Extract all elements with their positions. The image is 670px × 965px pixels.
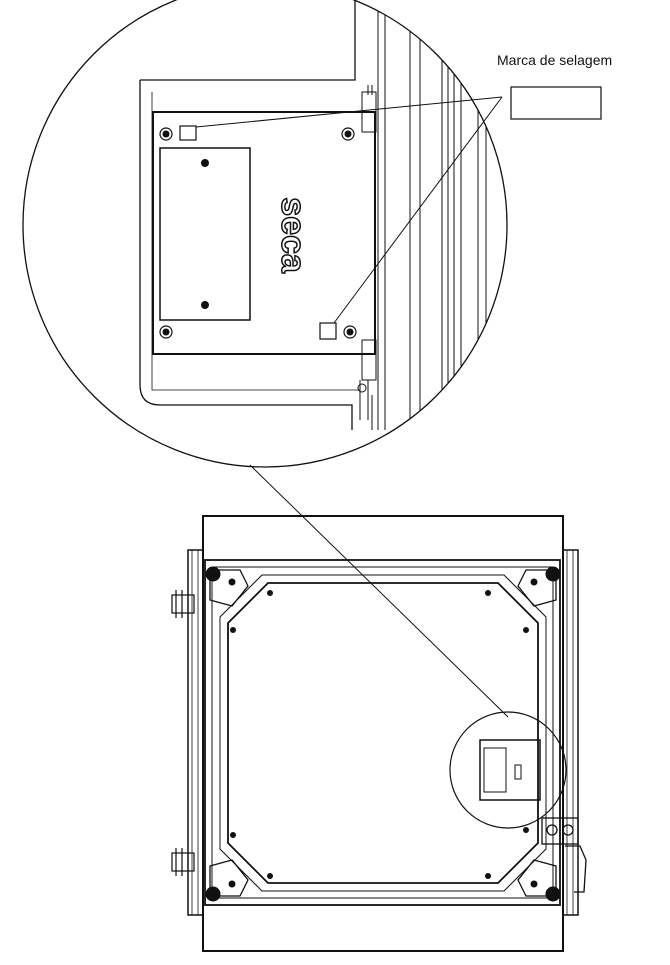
rail-left (187, 549, 204, 916)
rail-right (562, 549, 579, 916)
seal-mark-label: Marca de selagem (497, 52, 613, 68)
seal-callout (195, 86, 602, 324)
clamp-bottom (357, 339, 377, 430)
magnifier-leader (249, 464, 509, 718)
foot-icon (209, 569, 557, 897)
foot-bolt-icon (205, 566, 561, 902)
handle-left (171, 590, 195, 876)
platform-plate (227, 582, 539, 884)
seal-mark-bottom (319, 322, 337, 340)
magnifier-circle (22, 0, 508, 468)
label-plate (159, 147, 251, 321)
platform-frame (204, 559, 561, 906)
seal-mark-top (179, 125, 197, 141)
detail-circle-small (449, 711, 567, 829)
scale-top-view (171, 515, 587, 952)
screw-icon (159, 127, 357, 339)
housing-outline (139, 0, 356, 430)
seca-plate (152, 111, 376, 355)
seca-logo: seca (274, 197, 312, 274)
leader-line-top (195, 96, 503, 128)
seal-mark-box (510, 86, 602, 120)
platform-screw-icon (230, 590, 529, 879)
leader-line-bottom (333, 96, 503, 324)
seca-plate-small (479, 739, 541, 801)
detail-magnifier: seca (22, 0, 508, 468)
connector-icon (541, 817, 587, 893)
